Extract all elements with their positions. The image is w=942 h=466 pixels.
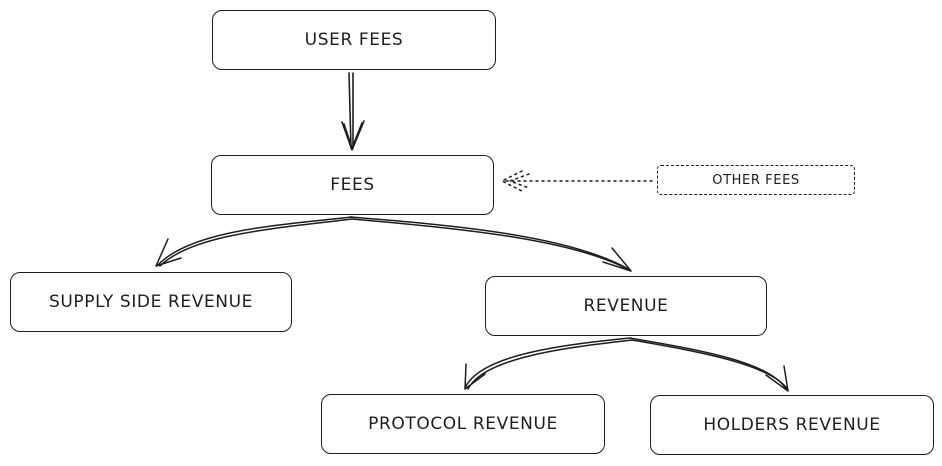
- node-other-fees[interactable]: OTHER FEES: [657, 165, 855, 195]
- node-fees-label: FEES: [330, 175, 375, 195]
- node-protocol-revenue[interactable]: PROTOCOL REVENUE: [321, 394, 605, 454]
- node-protocol-revenue-label: PROTOCOL REVENUE: [368, 414, 558, 434]
- edge-revenue-to-protocol-revenue: [464, 337, 633, 390]
- node-holders-revenue[interactable]: HOLDERS REVENUE: [650, 395, 934, 455]
- node-user-fees[interactable]: USER FEES: [212, 10, 496, 70]
- edge-user-fees-to-fees: [341, 72, 365, 151]
- edge-revenue-to-holders-revenue: [629, 337, 789, 392]
- node-user-fees-label: USER FEES: [304, 30, 404, 50]
- edge-fees-to-revenue: [349, 216, 632, 272]
- node-holders-revenue-label: HOLDERS REVENUE: [703, 415, 881, 435]
- node-revenue-label: REVENUE: [583, 296, 669, 316]
- edge-other-fees-to-fees: [500, 170, 653, 192]
- node-other-fees-label: OTHER FEES: [712, 172, 800, 188]
- node-supply-side-revenue[interactable]: SUPPLY SIDE REVENUE: [10, 272, 292, 332]
- node-supply-side-revenue-label: SUPPLY SIDE REVENUE: [48, 292, 253, 312]
- node-fees[interactable]: FEES: [211, 155, 494, 215]
- edge-fees-to-supply-side-revenue: [155, 216, 353, 267]
- node-revenue[interactable]: REVENUE: [485, 276, 767, 336]
